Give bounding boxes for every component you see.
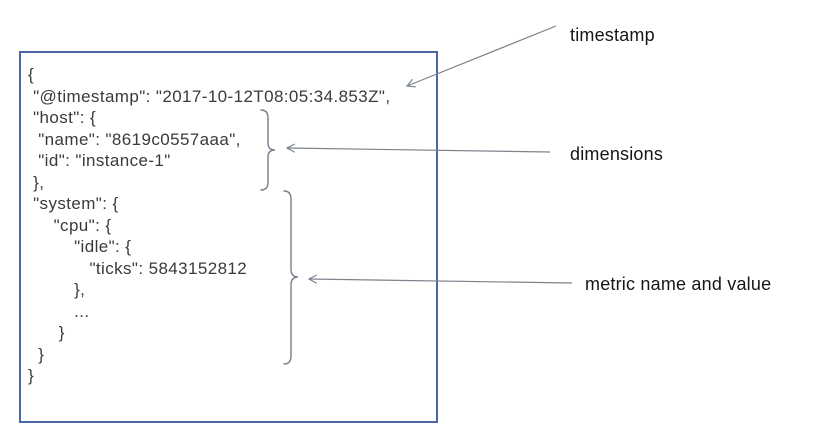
json-document-code: { "@timestamp": "2017-10-12T08:05:34.853… — [28, 65, 391, 385]
json-document-box: { "@timestamp": "2017-10-12T08:05:34.853… — [19, 51, 438, 423]
metric-name-and-value-label: metric name and value — [585, 274, 772, 294]
timestamp-label: timestamp — [570, 25, 655, 45]
dimensions-label: dimensions — [570, 144, 664, 164]
